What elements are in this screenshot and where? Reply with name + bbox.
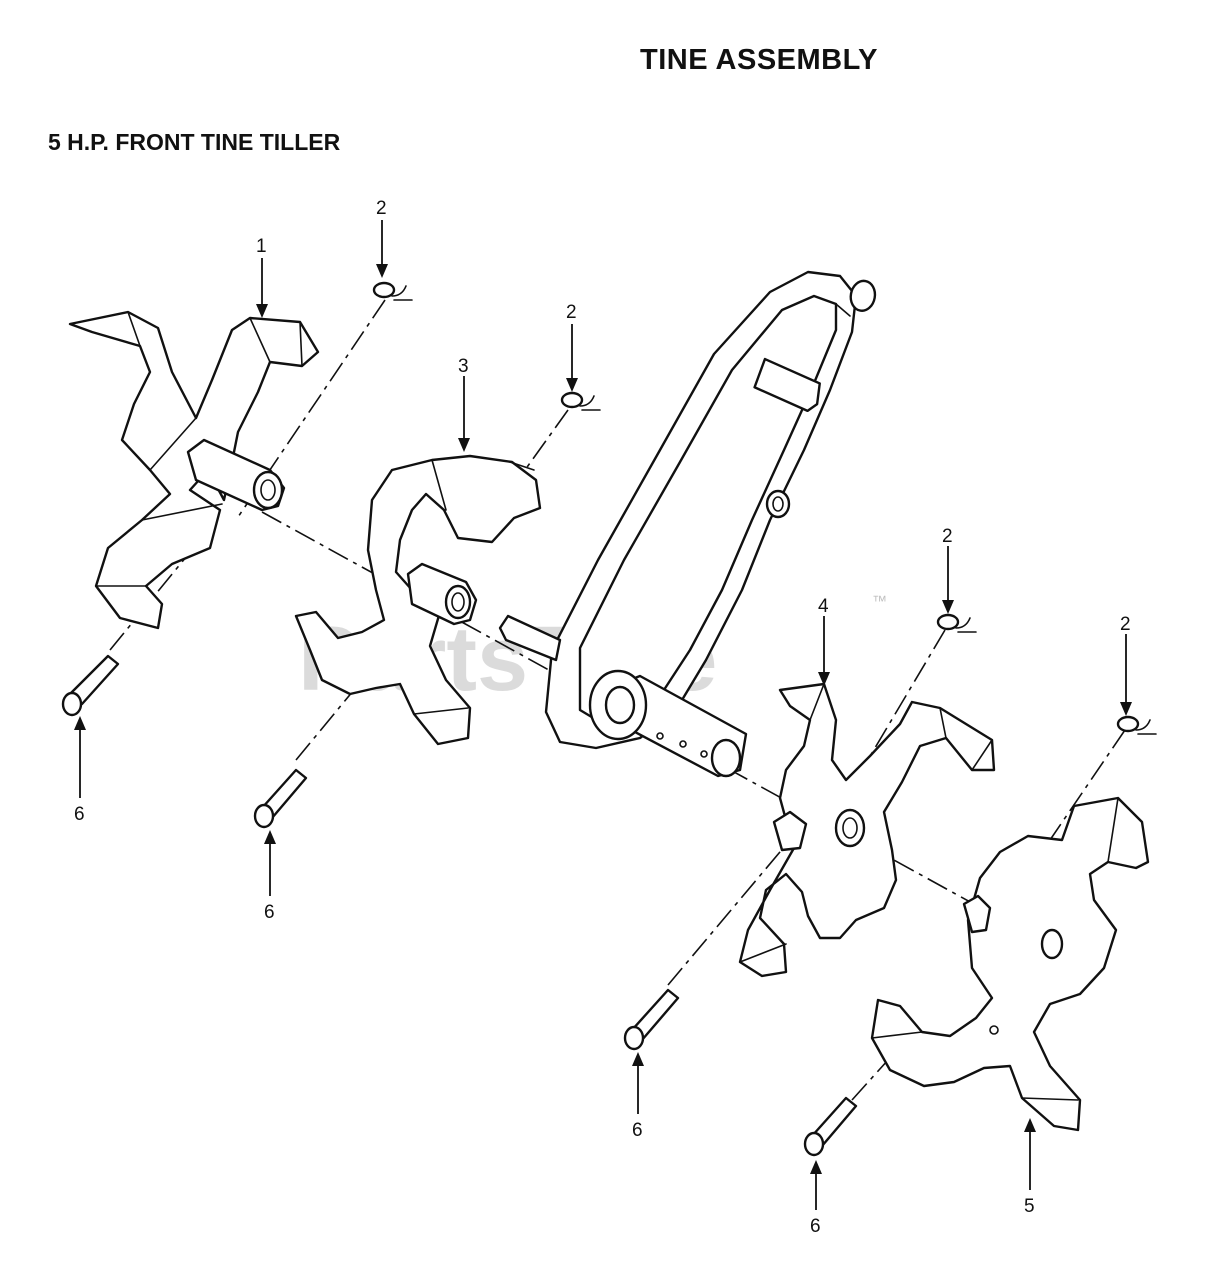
callout-4: 4 [818, 596, 829, 617]
outer-tine-left [68, 310, 320, 630]
callout-6-c: 6 [632, 1120, 643, 1141]
watermark-trademark: ™ [872, 593, 887, 610]
clevis-pin-4 [803, 1096, 858, 1157]
clevis-pin-3 [623, 988, 680, 1051]
callout-2-d: 2 [1120, 614, 1131, 635]
hairpin-clip-2 [560, 391, 601, 411]
callout-leaders [74, 220, 1132, 1210]
hairpin-clip-1 [372, 281, 413, 301]
clevis-pin-2 [253, 768, 308, 829]
callout-2-a: 2 [376, 198, 387, 219]
clevis-pin-1 [61, 654, 120, 717]
callout-2-c: 2 [942, 526, 953, 547]
center-line-pin-3 [667, 839, 791, 986]
callout-2-b: 2 [566, 302, 577, 323]
inner-tine-right [738, 682, 996, 978]
center-line-clip-4 [1049, 729, 1126, 841]
callout-5: 5 [1024, 1196, 1035, 1217]
hairpin-clip-4 [1116, 715, 1157, 735]
callout-6-b: 6 [264, 902, 275, 923]
hairpin-clip-3 [936, 613, 977, 633]
diagram-subtitle: 5 H.P. FRONT TINE TILLER [48, 129, 341, 155]
callout-1: 1 [256, 236, 267, 257]
callout-6-d: 6 [810, 1216, 821, 1237]
callout-3: 3 [458, 356, 469, 377]
callout-6-a: 6 [74, 804, 85, 825]
transmission-housing [498, 270, 877, 778]
diagram-title: TINE ASSEMBLY [640, 44, 879, 76]
outer-tine-right [870, 796, 1150, 1132]
inner-tine-left [294, 454, 542, 746]
